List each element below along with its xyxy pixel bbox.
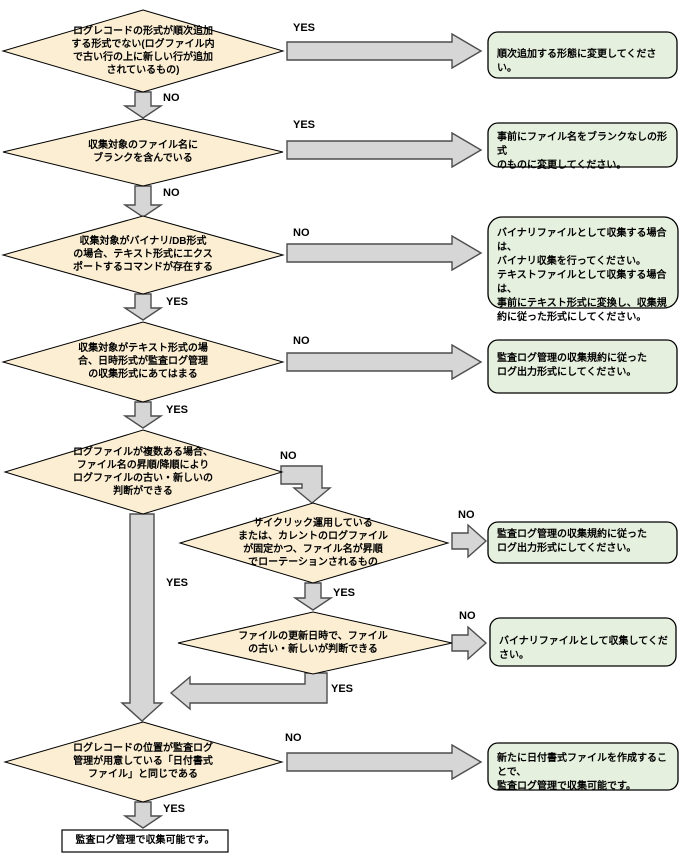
d6-no-arrow — [451, 523, 488, 559]
result-6-box — [489, 617, 677, 667]
d8-right-label: NO — [285, 732, 302, 744]
d5-no-arrow — [280, 465, 332, 504]
result-3-text: バイナリファイルとして収集する場合は、 バイナリ収集を行ってください。 テキスト… — [497, 228, 667, 323]
d7-down-label: YES — [331, 683, 354, 695]
decision-1-text: ログレコードの形式が順次追加 する形式でない(ログファイル内 で古い行の上に新し… — [71, 26, 215, 76]
decision-6-diamond — [178, 502, 450, 584]
d1-no-arrow — [122, 91, 164, 119]
result-2-text: 事前にファイル名をブランクなしの形式 のものに変更してください。 — [497, 132, 667, 171]
decision-8-text: ログレコードの位置が監査ログ 管理が用意している「日付書式 ファイル」と同じであ… — [73, 743, 213, 780]
decision-2-text: 収集対象のファイル名に ブランクを含んでいる — [88, 140, 198, 164]
result-7-text: 新たに日付書式ファイルを作成することで、 監査ログ管理で収集可能です。 — [497, 753, 667, 792]
d8-no-arrow — [286, 743, 483, 781]
d5-down-label: YES — [166, 577, 189, 589]
d5-yes-arrow — [120, 513, 164, 722]
final-box — [61, 829, 229, 853]
d4-no-arrow — [286, 343, 483, 381]
d3-no-arrow — [286, 234, 483, 272]
result-6-text: バイナリファイルとして収集してください。 — [499, 636, 668, 661]
d2-down-label: NO — [163, 187, 180, 199]
decision-3-diamond — [1, 215, 285, 295]
d6-down-label: YES — [333, 587, 356, 599]
result-5-text: 監査ログ管理の収集規約に従った ログ出力形式にしてください。 — [497, 529, 647, 554]
result-5-box — [487, 521, 678, 564]
d6-right-label: NO — [458, 509, 475, 521]
d4-right-label: NO — [293, 335, 310, 347]
d8-yes-arrow — [122, 801, 164, 829]
decision-1-diamond — [1, 9, 285, 93]
result-4-box — [487, 339, 678, 394]
d2-no-arrow — [122, 185, 164, 218]
d3-yes-arrow — [122, 293, 164, 321]
result-2-box — [487, 122, 678, 168]
result-3-box — [487, 216, 679, 309]
decision-5-diamond — [3, 429, 284, 515]
d3-right-label: NO — [293, 227, 310, 239]
decision-6-text: サイクリック運用している または、カレントのログファイル が固定かつ、ファイル名… — [238, 518, 388, 568]
result-7-box — [487, 742, 679, 791]
decision-4-text: 収集対象がテキスト形式の場 合、日時形式が監査ログ管理 の収集形式にあてはまる — [78, 343, 208, 380]
d4-yes-arrow — [122, 401, 164, 429]
decision-3-text: 収集対象がバイナリ/DB形式 の場合、テキスト形式にエクス ポートするコマンドが… — [73, 236, 213, 273]
d1-down-label: NO — [163, 92, 180, 104]
d7-right-label: NO — [459, 610, 476, 622]
d6-yes-arrow — [292, 582, 334, 611]
decision-5-text: ログファイルが複数ある場合、 ファイル名の昇順/降順により ログファイルの古い・… — [73, 447, 213, 497]
d7-no-arrow — [451, 625, 488, 661]
decision-2-diamond — [2, 118, 284, 187]
decision-8-diamond — [3, 721, 284, 803]
final-text: 監査ログ管理で収集可能です。 — [75, 835, 215, 846]
d7-yes-arrow — [169, 672, 328, 711]
d3-down-label: YES — [166, 296, 189, 308]
result-1-text: 順次追加する形態に変更してください。 — [497, 49, 657, 74]
decision-4-diamond — [1, 321, 285, 403]
result-1-box — [487, 31, 678, 79]
decision-7-diamond — [177, 611, 453, 675]
d2-right-label: YES — [293, 119, 316, 131]
d2-yes-arrow — [286, 131, 483, 169]
decision-7-text: ファイルの更新日時で、ファイル の古い・新しいが判断できる — [238, 631, 388, 655]
result-4-text: 監査ログ管理の収集規約に従った ログ出力形式にしてください。 — [497, 353, 647, 378]
d8-down-label: YES — [163, 803, 186, 815]
d1-right-label: YES — [293, 22, 316, 34]
d1-yes-arrow — [286, 32, 483, 70]
d5-right-label: NO — [280, 450, 297, 462]
d4-down-label: YES — [166, 404, 189, 416]
